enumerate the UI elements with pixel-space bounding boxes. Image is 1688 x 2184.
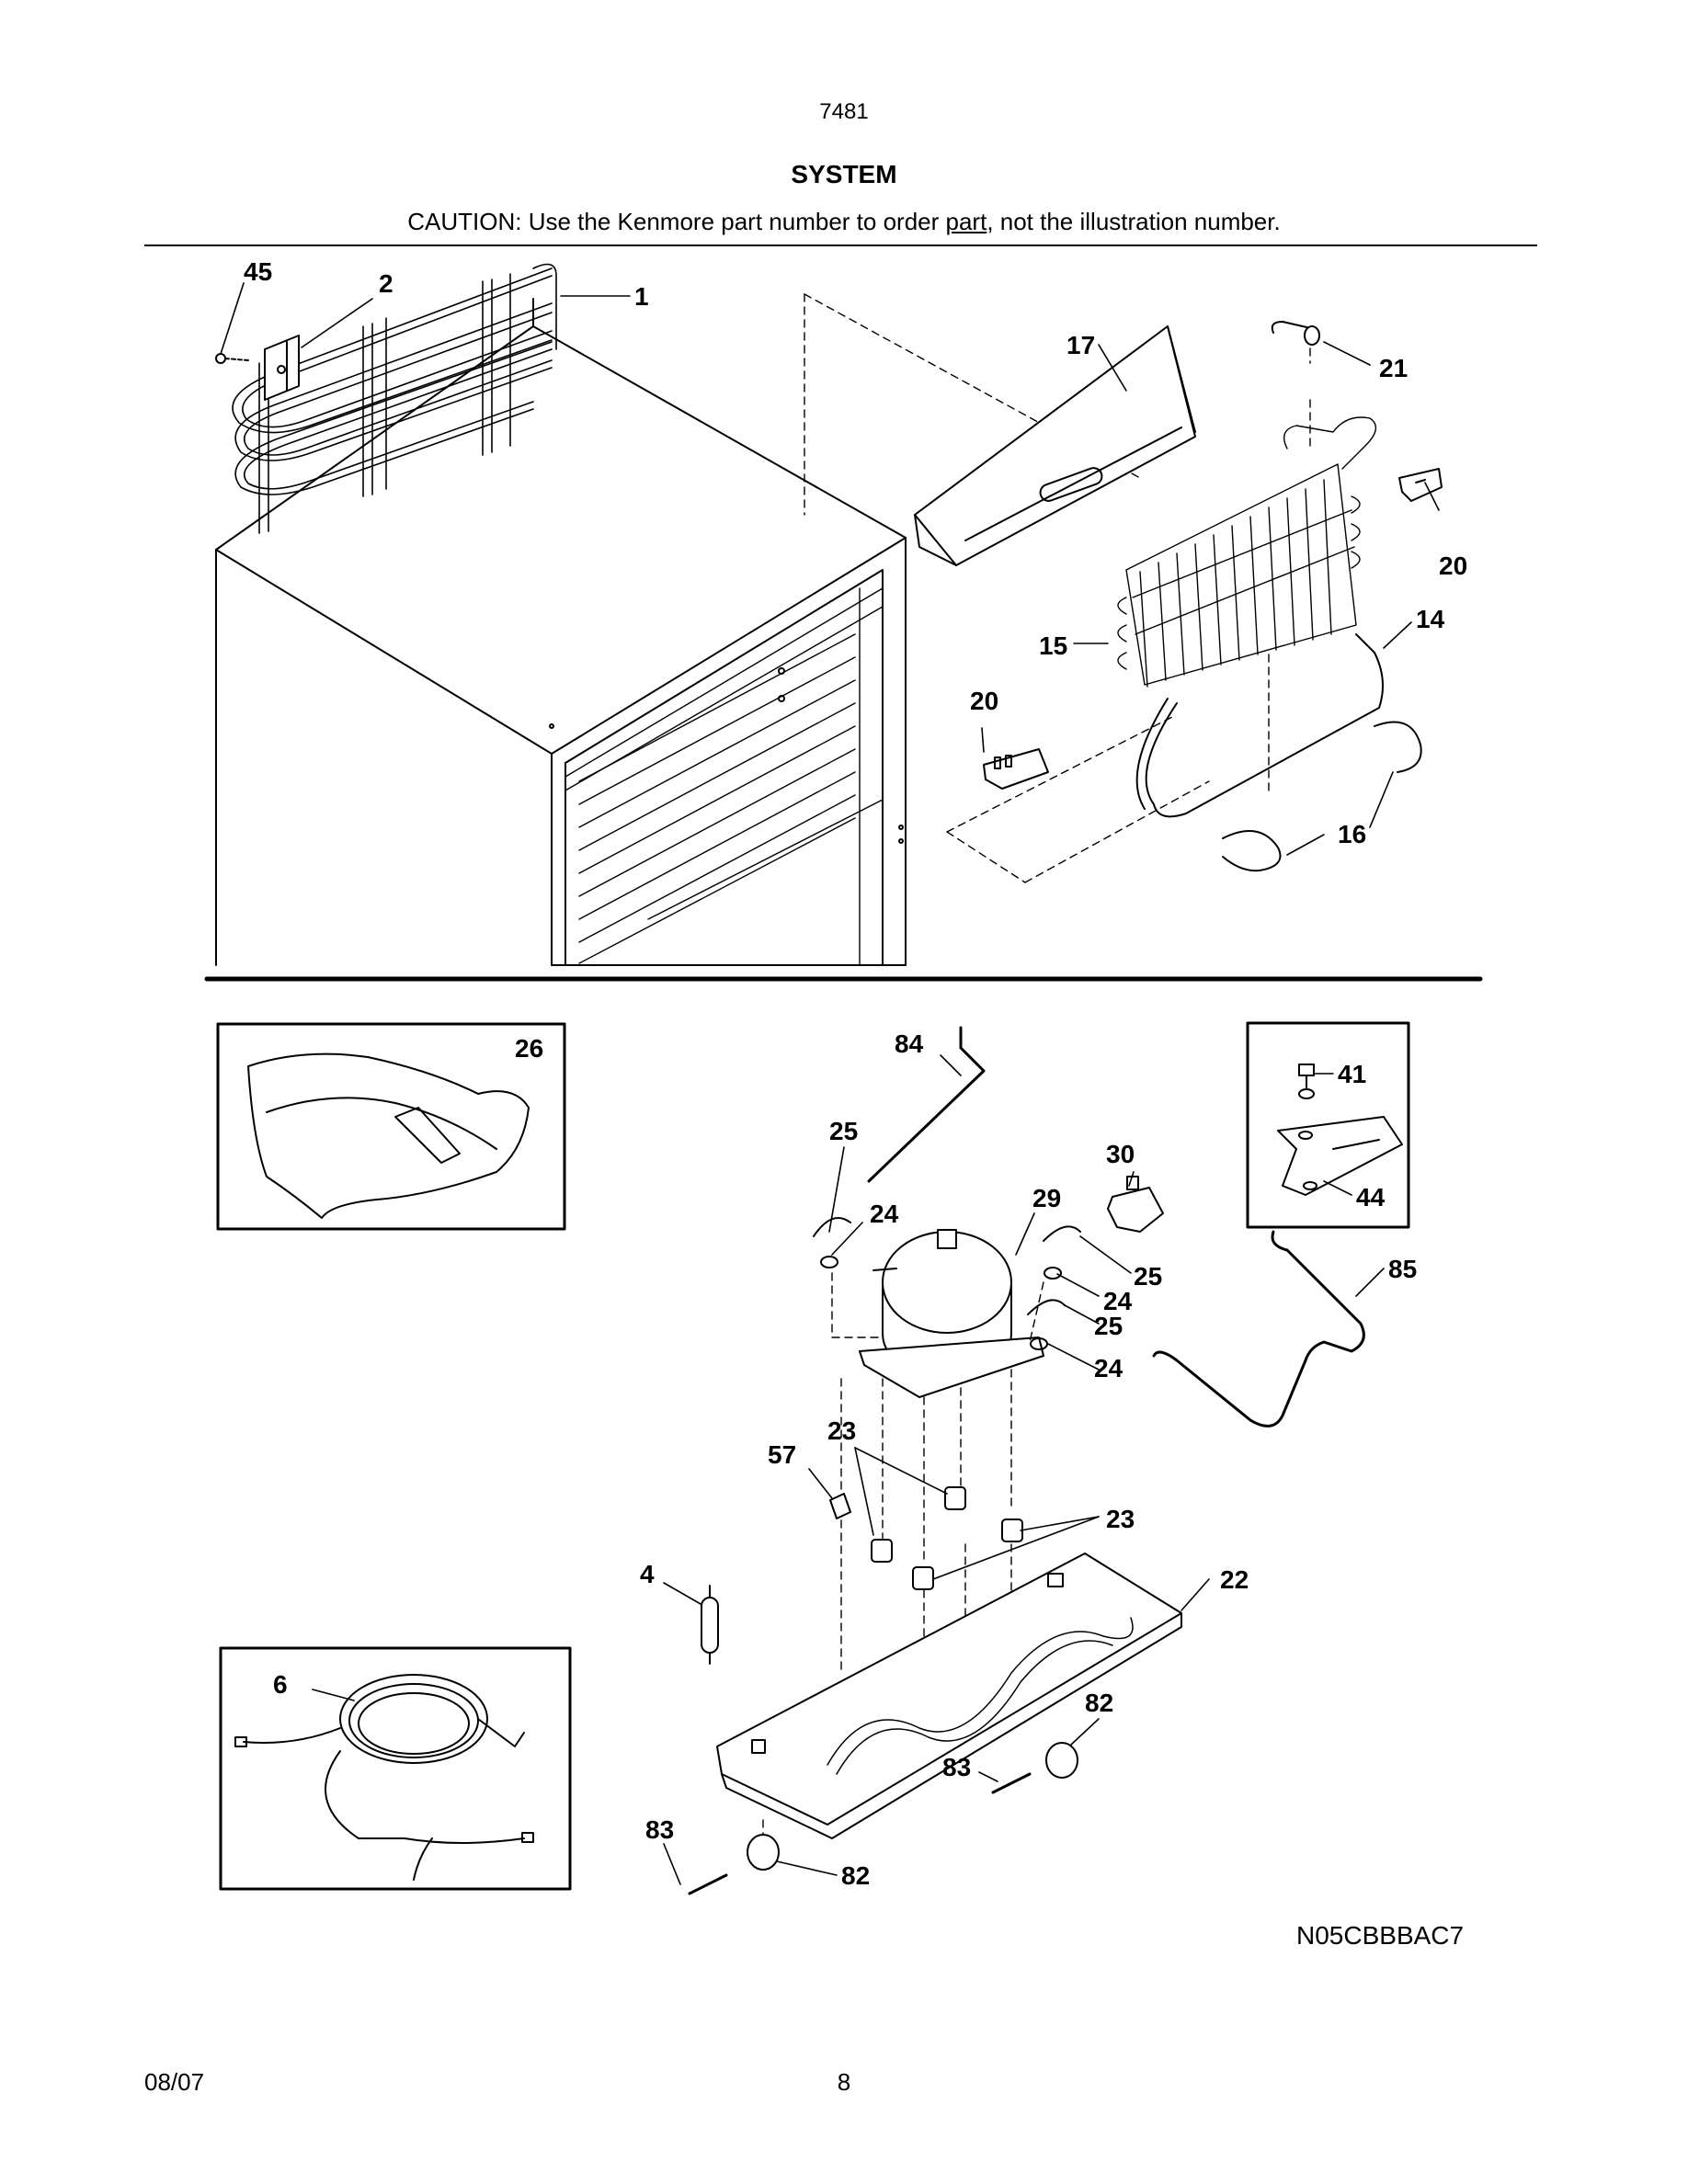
callout-25-upper: 25 bbox=[829, 1117, 858, 1145]
page-number: 8 bbox=[837, 2068, 851, 2096]
evaporator-bracket-left bbox=[983, 748, 1049, 790]
caution-text-before: CAUTION: Use the Kenmore part number to … bbox=[407, 208, 946, 235]
callout-83-upper: 83 bbox=[942, 1753, 971, 1781]
callout-2: 2 bbox=[379, 269, 393, 298]
discharge-tube bbox=[1152, 1230, 1365, 1428]
filter-drier bbox=[701, 1585, 719, 1665]
callout-6: 6 bbox=[273, 1670, 288, 1699]
callout-21: 21 bbox=[1379, 354, 1408, 382]
revision-date: 08/07 bbox=[144, 2068, 205, 2096]
callout-23-lower: 23 bbox=[1106, 1505, 1135, 1533]
evaporator bbox=[1117, 416, 1377, 688]
callout-83-lower: 83 bbox=[645, 1815, 674, 1844]
page-title: SYSTEM bbox=[791, 160, 897, 188]
condenser-coil bbox=[232, 263, 557, 534]
callout-45: 45 bbox=[244, 257, 272, 286]
callout-29: 29 bbox=[1032, 1184, 1061, 1212]
compressor bbox=[859, 1229, 1044, 1398]
start-relay bbox=[1107, 1176, 1164, 1233]
grommets-clips bbox=[813, 1217, 1081, 1350]
callout-82-lower: 82 bbox=[841, 1861, 870, 1890]
caution-text-after: , not the illustration number. bbox=[987, 208, 1281, 235]
callout-20-upper: 20 bbox=[1439, 552, 1467, 580]
compressor-grommets bbox=[871, 1486, 1023, 1590]
condenser-bracket bbox=[264, 335, 300, 401]
callout-16: 16 bbox=[1338, 820, 1366, 848]
leveling-feet bbox=[688, 1742, 1078, 1895]
header-rule bbox=[144, 245, 1537, 246]
callout-17: 17 bbox=[1066, 331, 1095, 359]
callout-82-upper: 82 bbox=[1085, 1689, 1113, 1717]
callout-57: 57 bbox=[768, 1440, 796, 1469]
callout-24-upper: 24 bbox=[870, 1200, 899, 1228]
callout-25-lower: 25 bbox=[1094, 1312, 1123, 1340]
drawing-id: N05CBBBAC7 bbox=[1296, 1921, 1465, 1950]
drain-pan-box bbox=[216, 1022, 566, 1231]
callout-30: 30 bbox=[1106, 1140, 1135, 1168]
model-number: 7481 bbox=[819, 99, 869, 124]
evaporator-bracket-right bbox=[1398, 468, 1443, 502]
callout-4: 4 bbox=[640, 1560, 655, 1588]
callout-85: 85 bbox=[1388, 1255, 1417, 1283]
cabinet bbox=[215, 298, 907, 966]
callout-26: 26 bbox=[515, 1034, 543, 1063]
thermostat-sensor bbox=[1271, 321, 1320, 346]
callout-44: 44 bbox=[1356, 1183, 1386, 1211]
caution-note: CAUTION: Use the Kenmore part number to … bbox=[0, 208, 1688, 236]
callout-1: 1 bbox=[634, 282, 649, 311]
compressor-base bbox=[716, 1553, 1182, 1839]
callout-15: 15 bbox=[1039, 631, 1067, 660]
process-tube bbox=[867, 1026, 986, 1183]
caution-part-link: part bbox=[945, 208, 987, 235]
callout-labels: 45 2 1 17 21 20 14 15 20 16 26 84 41 25 … bbox=[244, 257, 1467, 1890]
callout-84: 84 bbox=[895, 1029, 924, 1058]
leader-lines bbox=[220, 282, 1440, 1885]
callout-22: 22 bbox=[1220, 1565, 1249, 1594]
power-cord-box bbox=[219, 1646, 572, 1891]
assembly-guides-top bbox=[804, 293, 1311, 883]
callout-24-middle: 24 bbox=[1103, 1287, 1133, 1315]
support-rod bbox=[1135, 633, 1384, 818]
callout-24-lower: 24 bbox=[1094, 1354, 1123, 1382]
screw-45 bbox=[215, 353, 249, 364]
callout-41: 41 bbox=[1338, 1060, 1366, 1088]
callout-23-upper: 23 bbox=[827, 1416, 856, 1445]
callout-25-middle: 25 bbox=[1134, 1262, 1162, 1291]
callout-14: 14 bbox=[1416, 605, 1445, 633]
retaining-clips bbox=[1222, 721, 1422, 872]
callout-20-lower: 20 bbox=[970, 687, 998, 715]
mount-bracket-box bbox=[1246, 1021, 1410, 1229]
wire-clip bbox=[829, 1493, 851, 1519]
drain-trough bbox=[914, 325, 1196, 566]
